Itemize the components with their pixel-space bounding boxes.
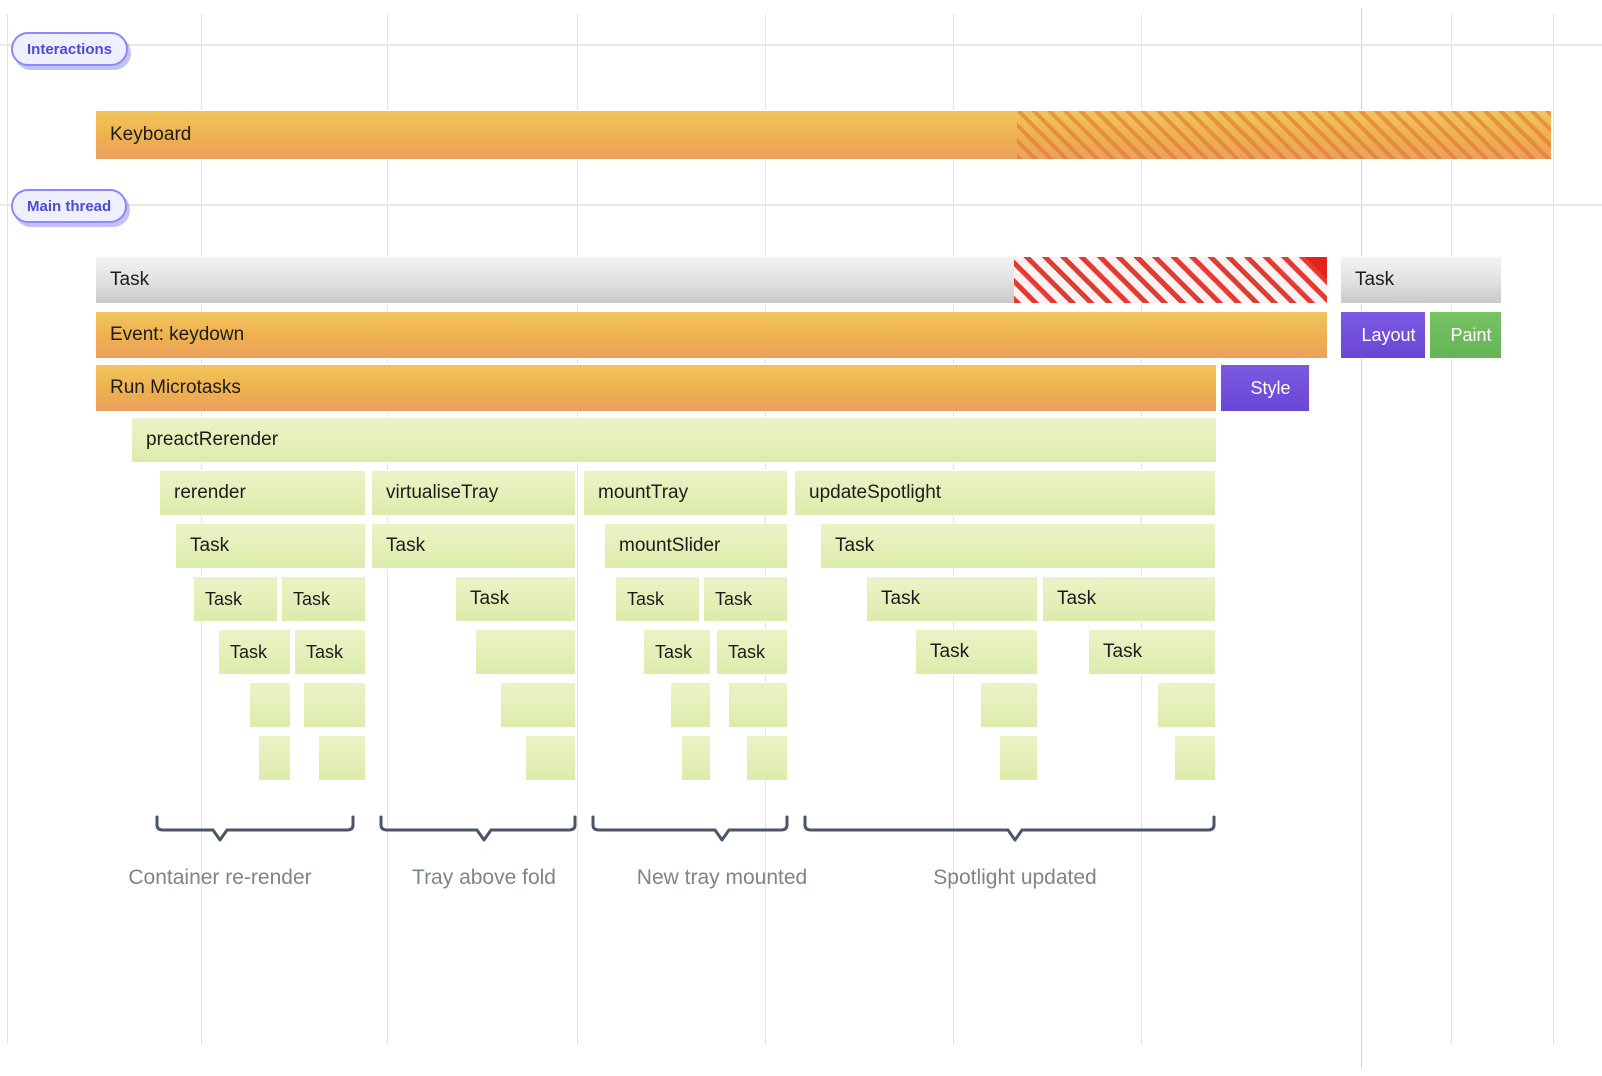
flame-bar-style[interactable]: Style (1220, 364, 1310, 412)
flame-bar-task[interactable]: Task (218, 629, 291, 675)
flame-bar-unlabeled[interactable] (999, 735, 1038, 781)
flame-bar-label: preactRerender (146, 429, 279, 450)
flame-bar-task[interactable]: Task (1340, 256, 1502, 304)
flame-bar-unlabeled[interactable] (303, 682, 366, 728)
track-separator-line (0, 204, 1602, 206)
gridline-vertical (7, 14, 8, 1044)
flame-bar-task[interactable]: Task (1042, 576, 1216, 622)
flame-bar-task[interactable]: Task (820, 523, 1216, 569)
flame-bar-task[interactable]: Task (915, 629, 1038, 675)
annotation-bracket (155, 815, 355, 842)
flame-bar-label: Task (205, 588, 243, 609)
track-label-main-thread[interactable]: Main thread (11, 189, 128, 223)
track-separator-line (0, 44, 1602, 46)
flame-bar-unlabeled[interactable] (525, 735, 576, 781)
annotation-bracket (591, 815, 789, 842)
flame-bar-label: Task (230, 641, 268, 662)
flame-bar-label: Task (190, 535, 230, 556)
flame-bar-updatespotlight[interactable]: updateSpotlight (794, 470, 1216, 516)
flame-bar-task[interactable]: Task (716, 629, 788, 675)
gridline-vertical (1451, 14, 1452, 1044)
flame-bar-task[interactable]: Task (175, 523, 366, 569)
flame-bar-event-keydown[interactable]: Event: keydown (95, 311, 1328, 359)
flame-bar-task[interactable]: Task (371, 523, 576, 569)
flame-bar-task[interactable]: Task (294, 629, 366, 675)
flame-bar-mountslider[interactable]: mountSlider (604, 523, 788, 569)
flame-bar-label: Task (881, 588, 921, 609)
flame-bar-task[interactable]: Task (866, 576, 1038, 622)
flame-bar-label: Task (655, 641, 693, 662)
annotation-label: Tray above fold (412, 866, 556, 889)
flame-bar-task[interactable]: Task (1088, 629, 1216, 675)
flame-bar-label: Layout (1361, 324, 1416, 345)
flame-bar-unlabeled[interactable] (318, 735, 366, 781)
flame-bar-task[interactable]: Task (95, 256, 1328, 304)
flame-bar-label: Keyboard (110, 124, 192, 145)
flame-bar-label: Task (715, 588, 753, 609)
flame-bar-unlabeled[interactable] (475, 629, 576, 675)
flame-bar-paint[interactable]: Paint (1429, 311, 1502, 359)
flame-bar-label: mountSlider (619, 535, 721, 556)
gridline-vertical (1553, 14, 1554, 1044)
interaction-bar-keyboard[interactable]: Keyboard (95, 110, 1552, 160)
flame-bar-unlabeled[interactable] (728, 682, 788, 728)
flame-bar-label: Paint (1450, 324, 1492, 345)
flame-bar-task[interactable]: Task (615, 576, 700, 622)
flame-bar-label: Task (386, 535, 426, 556)
flame-bar-task[interactable]: Task (455, 576, 576, 622)
annotation-label: Spotlight updated (933, 866, 1097, 889)
annotation-bracket (379, 815, 577, 842)
flame-bar-label: mountTray (598, 482, 689, 503)
flame-bar-label: Style (1250, 377, 1291, 398)
flame-bar-label: Task (306, 641, 344, 662)
flame-bar-layout[interactable]: Layout (1340, 311, 1426, 359)
flame-bar-run-microtasks[interactable]: Run Microtasks (95, 364, 1217, 412)
flame-bar-label: Task (1103, 641, 1143, 662)
flame-bar-task[interactable]: Task (643, 629, 711, 675)
flame-bar-unlabeled[interactable] (1174, 735, 1216, 781)
flame-bar-label: Task (835, 535, 875, 556)
flame-bar-label: Task (728, 641, 766, 662)
flame-bar-label: Task (110, 269, 150, 290)
long-task-warning-marker (1305, 257, 1327, 279)
flame-bar-unlabeled[interactable] (681, 735, 711, 781)
gridline-vertical (1361, 8, 1362, 1068)
gridline-vertical (577, 14, 578, 1044)
flame-bar-unlabeled[interactable] (1157, 682, 1216, 728)
flame-bar-unlabeled[interactable] (746, 735, 788, 781)
track-label-interactions[interactable]: Interactions (11, 32, 129, 66)
flame-bar-mounttray[interactable]: mountTray (583, 470, 788, 516)
flame-bar-unlabeled[interactable] (249, 682, 291, 728)
flame-bar-label: Task (293, 588, 331, 609)
flame-bar-task[interactable]: Task (703, 576, 788, 622)
flame-bar-task[interactable]: Task (193, 576, 278, 622)
flame-bar-unlabeled[interactable] (500, 682, 576, 728)
flame-bar-label: Task (1355, 269, 1395, 290)
flame-bar-task[interactable]: Task (281, 576, 366, 622)
flame-bar-label: virtualiseTray (386, 482, 499, 503)
flame-bar-label: Task (627, 588, 665, 609)
flame-bar-label: rerender (174, 482, 246, 503)
flame-bar-preactrerender[interactable]: preactRerender (131, 417, 1217, 463)
flame-bar-label: Task (930, 641, 970, 662)
interaction-hatch-overlay (1017, 111, 1551, 159)
flame-bar-label: Event: keydown (110, 324, 245, 345)
flame-bar-label: Run Microtasks (110, 377, 241, 398)
flame-bar-unlabeled[interactable] (670, 682, 711, 728)
flame-bar-label: updateSpotlight (809, 482, 942, 503)
flame-bar-unlabeled[interactable] (258, 735, 291, 781)
flame-bar-virtualisetray[interactable]: virtualiseTray (371, 470, 576, 516)
flame-bar-rerender[interactable]: rerender (159, 470, 366, 516)
track-label-interactions-text: Interactions (27, 40, 113, 58)
annotation-label: Container re-render (128, 866, 312, 889)
flame-bar-label: Task (470, 588, 510, 609)
long-task-hatch-overlay (1014, 257, 1327, 303)
annotation-bracket (803, 815, 1216, 842)
track-label-main-thread-text: Main thread (27, 197, 112, 215)
annotation-label: New tray mounted (636, 866, 808, 889)
flame-bar-unlabeled[interactable] (980, 682, 1038, 728)
flame-bar-label: Task (1057, 588, 1097, 609)
